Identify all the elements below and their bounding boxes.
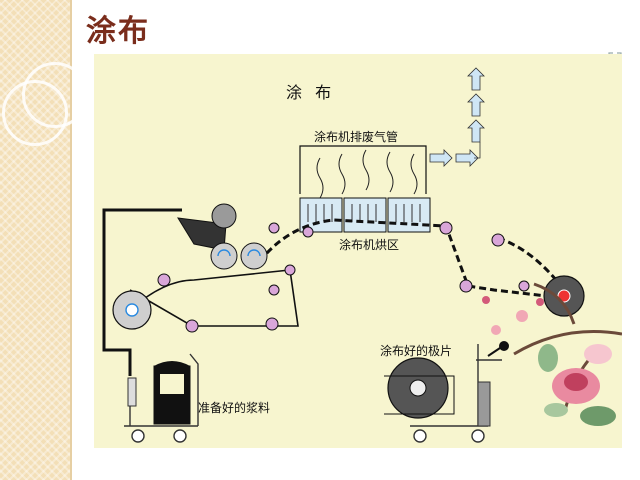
rewind-roll bbox=[543, 275, 585, 317]
idler-rollers bbox=[157, 221, 530, 333]
slide-title: 涂布 bbox=[86, 14, 150, 49]
plum-blossom-decoration bbox=[482, 282, 622, 426]
coating-process-diagram: 涂 布 涂布机排废气管 涂布机烘区 涂布好的极片 准备好的浆料 bbox=[94, 54, 622, 448]
strip-divider bbox=[70, 0, 72, 480]
drying-oven bbox=[299, 197, 431, 233]
electrode-web-path bbox=[245, 218, 565, 300]
product-cart bbox=[384, 341, 509, 443]
exhaust-duct bbox=[299, 145, 427, 199]
drying-zone-label: 涂布机烘区 bbox=[339, 238, 400, 252]
prepared-slurry-label: 准备好的浆料 bbox=[198, 401, 271, 415]
slurry-cart bbox=[124, 353, 199, 443]
diagram-title: 涂 布 bbox=[286, 83, 336, 102]
exhaust-pipe-label: 涂布机排废气管 bbox=[314, 130, 399, 144]
exhaust-arrows bbox=[429, 67, 485, 167]
expand-icon[interactable] bbox=[608, 52, 622, 66]
coated-electrode-label: 涂布好的极片 bbox=[380, 344, 453, 358]
slurry-feed-line bbox=[102, 208, 182, 376]
decorative-ring bbox=[2, 80, 68, 146]
unwind-roll bbox=[112, 290, 152, 330]
coating-head bbox=[177, 203, 268, 270]
